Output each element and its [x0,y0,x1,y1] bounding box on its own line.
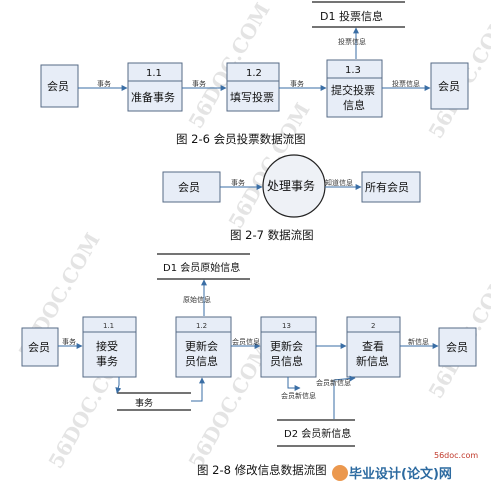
flow-label-a: 事务 [97,79,111,88]
ext-member-2-8-left [21,327,59,367]
caption-2-6: 图 2-6 会员投票数据流图 [176,132,306,146]
process-circle-label: 处理事务 [267,178,315,193]
flow-label-c: 事务 [290,79,304,88]
flow-d2-to-2 [333,375,356,419]
flow-13-to-d2 [287,377,301,391]
process-2-8-1-2-name-2: 员信息 [185,354,218,368]
process-2-8-1-1-name-2: 事务 [96,355,118,368]
caption-2-7: 图 2-7 数据流图 [230,228,314,242]
ext-member-right [430,62,469,110]
process-2-8-2-name-2: 新信息 [356,354,389,368]
ext-all-members-label: 所有会员 [365,180,409,194]
ext-member-2-8-right [438,327,477,367]
store-d2-label: D2 会员新信息 [284,427,351,440]
ext-member-2-7 [162,171,221,203]
process-2-8-2-id: 2 [371,322,375,330]
process-circle [262,154,326,218]
store-d1-label: D1 投票信息 [320,9,383,23]
process-1-1-id: 1.1 [146,68,162,79]
process-1-2-name: 填写投票 [230,90,274,104]
process-2-8-1-2 [175,316,232,378]
ext-all-members [361,171,421,203]
flow-2-8-d1-label: 原始信息 [183,295,211,304]
process-2-8-13 [260,316,317,378]
footer-site-small: 56doc.com [434,451,478,460]
process-2-8-1-2-name-1: 更新会 [185,339,218,353]
flow-store-label: 投票信息 [338,37,366,46]
ext-member-left [40,64,79,108]
process-2-8-1-1 [82,316,137,378]
flow-2-7-b: 知道信息 [325,178,353,187]
process-1-1 [127,62,183,112]
process-2-8-13-id: 13 [282,322,291,330]
process-2-8-1-1-name-1: 接受 [96,340,118,353]
process-2-8-1-2-id: 1.2 [196,322,207,330]
process-2-8-2 [346,316,401,378]
process-1-3-name-line1: 提交投票 [331,83,375,97]
ext-member-left-label: 会员 [47,80,69,93]
ext-member-right-label: 会员 [438,80,460,93]
process-1-2 [226,62,280,112]
process-1-2-id: 1.2 [246,68,262,79]
process-2-8-1-1-id: 1.1 [103,322,114,330]
ext-member-2-8-right-label: 会员 [446,341,468,354]
figure-2-7: 会员 处理事务 所有会员 事务 知道信息 图 2-7 数据流图 [162,154,421,242]
flow-1-1-to-tx [115,377,122,394]
footer-logo-icon [332,465,348,481]
store-d1-2-8-label: D1 会员原始信息 [163,261,240,274]
process-1-3 [326,59,383,118]
store-tx-label: 事务 [135,397,153,409]
flow-tx-to-1-2 [191,377,205,402]
caption-2-8: 图 2-8 修改信息数据流图 [197,463,327,477]
ext-member-2-7-label: 会员 [178,181,200,194]
flow-2-8-a: 事务 [62,337,76,346]
flow-label-b: 事务 [192,79,206,88]
process-1-1-name: 准备事务 [131,90,175,104]
process-1-3-id: 1.3 [345,65,361,76]
figure-2-8: D1 会员原始信息 会员 1.1 接受 事务 1.2 更新会 员信息 13 更新… [21,253,477,477]
flow-2-8-d: 会员新信息 [281,391,316,400]
ext-member-2-8-left-label: 会员 [28,341,50,354]
flow-label-d: 投票信息 [392,79,420,88]
process-2-8-2-name-1: 查看 [362,339,384,353]
process-2-8-13-name-1: 更新会 [270,339,303,353]
footer-site-main: 毕业设计(论文)网 [349,466,452,482]
figure-2-6: D1 投票信息 会员 1.1 准备事务 1.2 填写投票 1.3 提交投票 信息… [40,1,469,146]
flow-2-8-b: 会员信息 [232,337,260,346]
process-2-8-13-name-2: 员信息 [270,354,303,368]
process-1-3-name-line2: 信息 [343,98,365,112]
flow-2-8-c: 新信息 [408,337,429,346]
footer-logo: 56doc.com 毕业设计(论文)网 [332,451,478,482]
flow-2-8-e: 会员新信息 [316,378,351,387]
flow-2-7-a: 事务 [231,178,245,187]
